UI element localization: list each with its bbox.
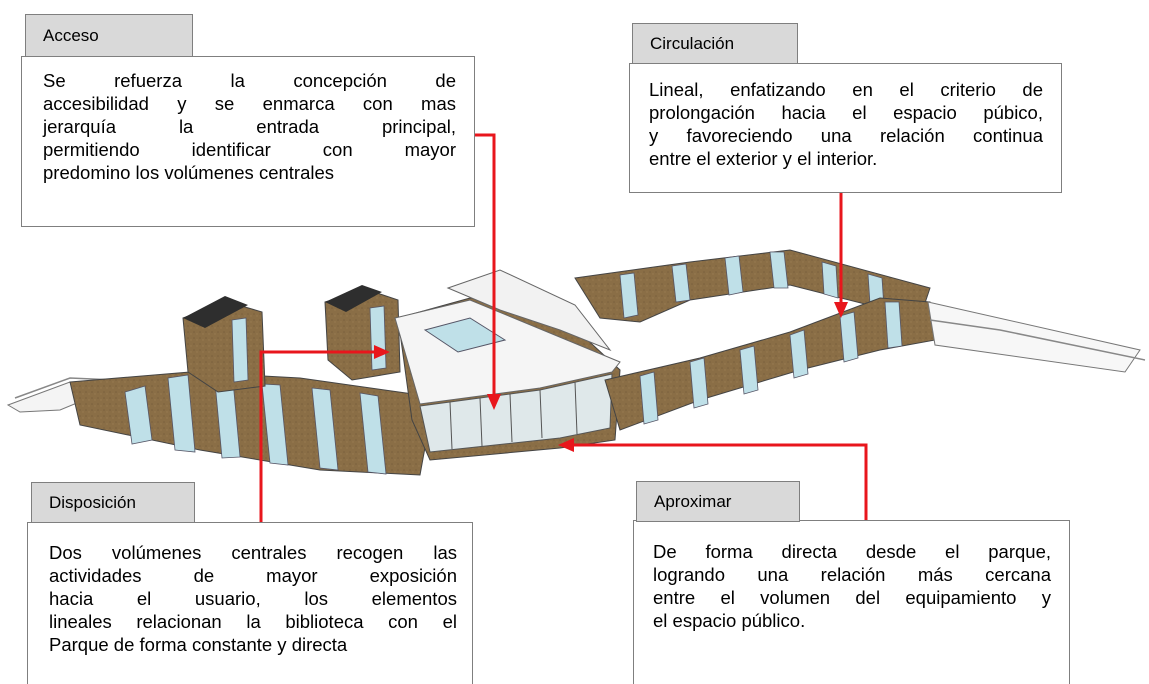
aproximar-line: el espacio público. bbox=[653, 610, 806, 631]
east-ramp-rail bbox=[929, 319, 1146, 361]
disposicion-line: Dos volúmenes centrales recogen las bbox=[49, 542, 457, 563]
aproximar-title-tab: Aproximar bbox=[636, 481, 800, 522]
upper-roof-plane bbox=[446, 269, 612, 352]
rear-tower-2-roof bbox=[325, 285, 382, 312]
acceso-title-tab: Acceso bbox=[25, 14, 193, 57]
circulacion-line: Lineal, enfatizando en el criterio de bbox=[649, 79, 1043, 100]
rear-tower-1-roof bbox=[183, 296, 248, 328]
disposicion-line: actividades de mayor exposición bbox=[49, 565, 457, 586]
aproximar-line: logrando una relación más cercana bbox=[653, 564, 1051, 585]
disposicion-line: hacia el usuario, los elementos bbox=[49, 588, 457, 609]
arrow-aproximar-head bbox=[558, 438, 574, 452]
acceso-callout-box: Se refuerza la concepción de accesibilid… bbox=[21, 56, 475, 227]
aproximar-callout-box: De forma directa desde el parque, logran… bbox=[633, 520, 1070, 684]
aproximar-line: entre el volumen del equipamiento y bbox=[653, 587, 1051, 608]
arrow-circulacion-head bbox=[834, 302, 848, 318]
acceso-line: accesibilidad y se enmarca con mas bbox=[43, 93, 456, 114]
arrow-disposicion bbox=[259, 350, 376, 527]
disposicion-title-tab: Disposición bbox=[31, 482, 195, 523]
arrow-aproximar bbox=[572, 443, 868, 522]
east-glass-strips bbox=[639, 301, 903, 425]
acceso-line: permitiendo identificar con mayor bbox=[43, 139, 456, 160]
disposicion-line: lineales relacionan la biblioteca con el bbox=[49, 611, 457, 632]
aproximar-line: De forma directa desde el parque, bbox=[653, 541, 1051, 562]
circulacion-title-tab: Circulación bbox=[632, 23, 798, 64]
circulacion-line: y favoreciendo una relación continua bbox=[649, 125, 1043, 146]
north-glass-strips bbox=[619, 251, 885, 319]
arrow-acceso bbox=[475, 133, 496, 396]
acceso-line: Se refuerza la concepción de bbox=[43, 70, 456, 91]
arrow-acceso-head bbox=[487, 394, 501, 410]
acceso-line: predomino los volúmenes centrales bbox=[43, 162, 335, 183]
circulacion-line: entre el exterior y el interior. bbox=[649, 148, 878, 169]
roof-skylight bbox=[423, 317, 507, 353]
disposicion-callout-box: Dos volúmenes centrales recogen las acti… bbox=[27, 522, 473, 684]
acceso-line: jerarquía la entrada principal, bbox=[43, 116, 456, 137]
arrow-disposicion-head bbox=[374, 345, 390, 359]
circulacion-line: prolongación hacia el espacio púbico, bbox=[649, 102, 1043, 123]
circulacion-callout-box: Lineal, enfatizando en el criterio de pr… bbox=[629, 63, 1062, 193]
entrance-mullions bbox=[449, 381, 578, 450]
disposicion-line: Parque de forma constante y directa bbox=[49, 634, 348, 655]
